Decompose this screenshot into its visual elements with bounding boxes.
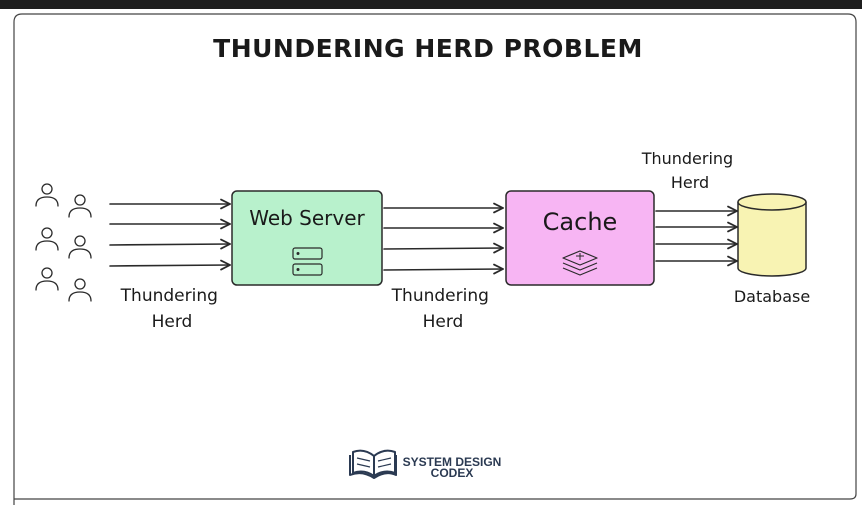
cache-box (505, 190, 655, 286)
user-icon (35, 183, 59, 207)
open-book-icon (349, 449, 397, 479)
web-server-label: Web Server (249, 206, 365, 230)
user-icon (35, 227, 59, 251)
edge-label-cache-to-db: Thundering Herd (641, 149, 739, 192)
logo-line2: CODEX (431, 466, 474, 480)
redis-stack-icon (562, 250, 598, 276)
web-server-box (231, 190, 383, 286)
canvas-frame (13, 13, 857, 505)
edge-label-server-to-cache: Thundering Herd (391, 286, 495, 332)
brand-logo: SYSTEM DESIGN CODEX (349, 449, 502, 480)
database-top (737, 193, 807, 211)
top-bar (0, 0, 862, 9)
request-arrow (383, 242, 504, 254)
cache-label: Cache (543, 208, 618, 236)
arrows-cache-to-db (655, 205, 738, 267)
arrows-server-to-cache (383, 202, 504, 275)
arrows-users-to-server (109, 198, 231, 271)
user-icon (68, 278, 92, 302)
database-label: Database (734, 287, 810, 306)
users-group (35, 183, 92, 302)
edge-label-users-to-server: Thundering Herd (120, 286, 224, 332)
logo-line1: SYSTEM DESIGN (403, 455, 502, 469)
request-arrow (383, 263, 504, 275)
user-icon (68, 194, 92, 218)
user-icon (35, 267, 59, 291)
request-arrow (109, 238, 231, 250)
database-node: Database (734, 193, 810, 306)
diagram-title: THUNDERING HERD PROBLEM (213, 34, 643, 63)
server-rack-icon (292, 247, 323, 276)
user-icon (68, 235, 92, 259)
request-arrow (109, 259, 231, 271)
database-cylinder (737, 202, 807, 277)
web-server-node: Web Server (231, 190, 383, 286)
cache-node: Cache (505, 190, 655, 286)
